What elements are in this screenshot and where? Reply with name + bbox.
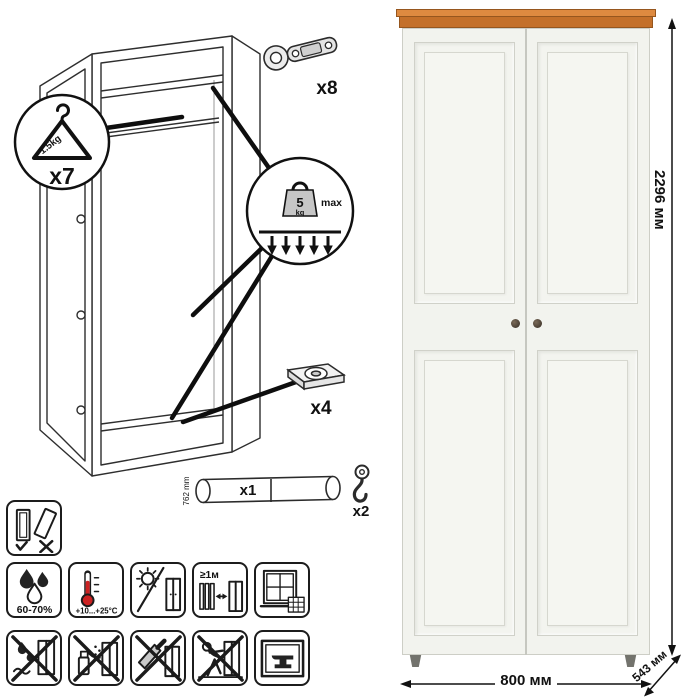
water-drop-icon <box>19 568 34 589</box>
hinge-count-label: x8 <box>316 78 337 99</box>
width-dimension-label: 800 мм <box>398 672 654 689</box>
hinge-icon <box>263 36 338 71</box>
max-load-callout: 5 kg max <box>245 156 355 266</box>
care-icon-avoid-sunlight <box>130 562 186 618</box>
width-dimension-text: 800 мм <box>495 672 557 689</box>
weight-icon <box>282 181 318 217</box>
callout-leaders <box>103 85 299 425</box>
care-icon-humidity: 60-70% <box>6 562 62 618</box>
load-max-label: max <box>321 197 342 209</box>
panel-inner <box>547 360 628 626</box>
radiator-icon <box>198 582 215 610</box>
water-drop-icon <box>36 571 48 587</box>
care-icon-no-wet-cleaning <box>6 630 62 686</box>
care-icon-do-not-drag <box>192 630 248 686</box>
calendar-grid-icon <box>287 596 305 613</box>
wardrobe-top-trim-surface <box>396 9 656 17</box>
care-icon-no-heavy-objects <box>254 630 310 686</box>
temperature-label: +10...+25°C <box>75 606 117 614</box>
sun-icon <box>140 571 155 586</box>
rod-length-label: 762 mm <box>182 476 191 505</box>
care-icon-temperature: +10...+25°C <box>68 562 124 618</box>
panel-inner <box>547 52 628 294</box>
care-icon-no-abrasives <box>130 630 186 686</box>
care-icon-no-chemicals <box>68 630 124 686</box>
height-dimension-label: 2296 мм <box>651 170 668 230</box>
hanger-count-label: x7 <box>49 163 75 189</box>
distance-label: ≥1м <box>199 569 218 580</box>
hanger-callout: 1.5kg x7 <box>13 93 111 191</box>
hanger-icon <box>32 103 92 160</box>
wardrobe-top-trim-front <box>399 17 653 28</box>
left-door-knob <box>511 319 520 328</box>
rod-count-label: x1 <box>240 482 257 499</box>
load-value-label: 5 <box>296 195 303 210</box>
prohibition-cross-icon <box>134 634 182 682</box>
left-door-upper-panel <box>414 42 515 304</box>
hanging-rod-icon <box>195 475 341 504</box>
door-seam <box>525 28 527 655</box>
wardrobe-foot-right <box>624 655 637 667</box>
prohibition-cross-icon <box>196 634 244 682</box>
adjustable-foot-icon <box>286 363 346 391</box>
assembly-diagram: 1.5kg x7 x8 5 kg max <box>13 35 370 520</box>
care-icon-radiator-distance: ≥1м <box>192 562 248 618</box>
load-unit-label: kg <box>296 208 305 217</box>
window-icon <box>262 569 297 604</box>
prohibition-cross-icon <box>10 634 58 682</box>
height-dimension-arrow <box>668 18 676 656</box>
anvil-icon <box>271 655 293 668</box>
hook-count-label: x2 <box>353 503 370 520</box>
right-door-knob <box>533 319 542 328</box>
panel-inner <box>424 360 505 626</box>
prohibition-cross-icon <box>72 634 120 682</box>
left-door-lower-panel <box>414 350 515 636</box>
hook-icon <box>352 464 370 503</box>
wardrobe-render <box>396 9 656 669</box>
care-icon-keep-upright <box>6 500 62 556</box>
water-drop-icon <box>26 582 42 604</box>
care-icon-ventilation <box>254 562 310 618</box>
right-door-upper-panel <box>537 42 638 304</box>
wardrobe-foot-left <box>409 655 422 667</box>
foot-count-label: x4 <box>310 398 332 419</box>
depth-dimension-arrow <box>644 654 681 697</box>
humidity-label: 60-70% <box>16 605 51 615</box>
panel-inner <box>424 52 505 294</box>
load-arrows <box>267 236 333 256</box>
right-door-lower-panel <box>537 350 638 636</box>
